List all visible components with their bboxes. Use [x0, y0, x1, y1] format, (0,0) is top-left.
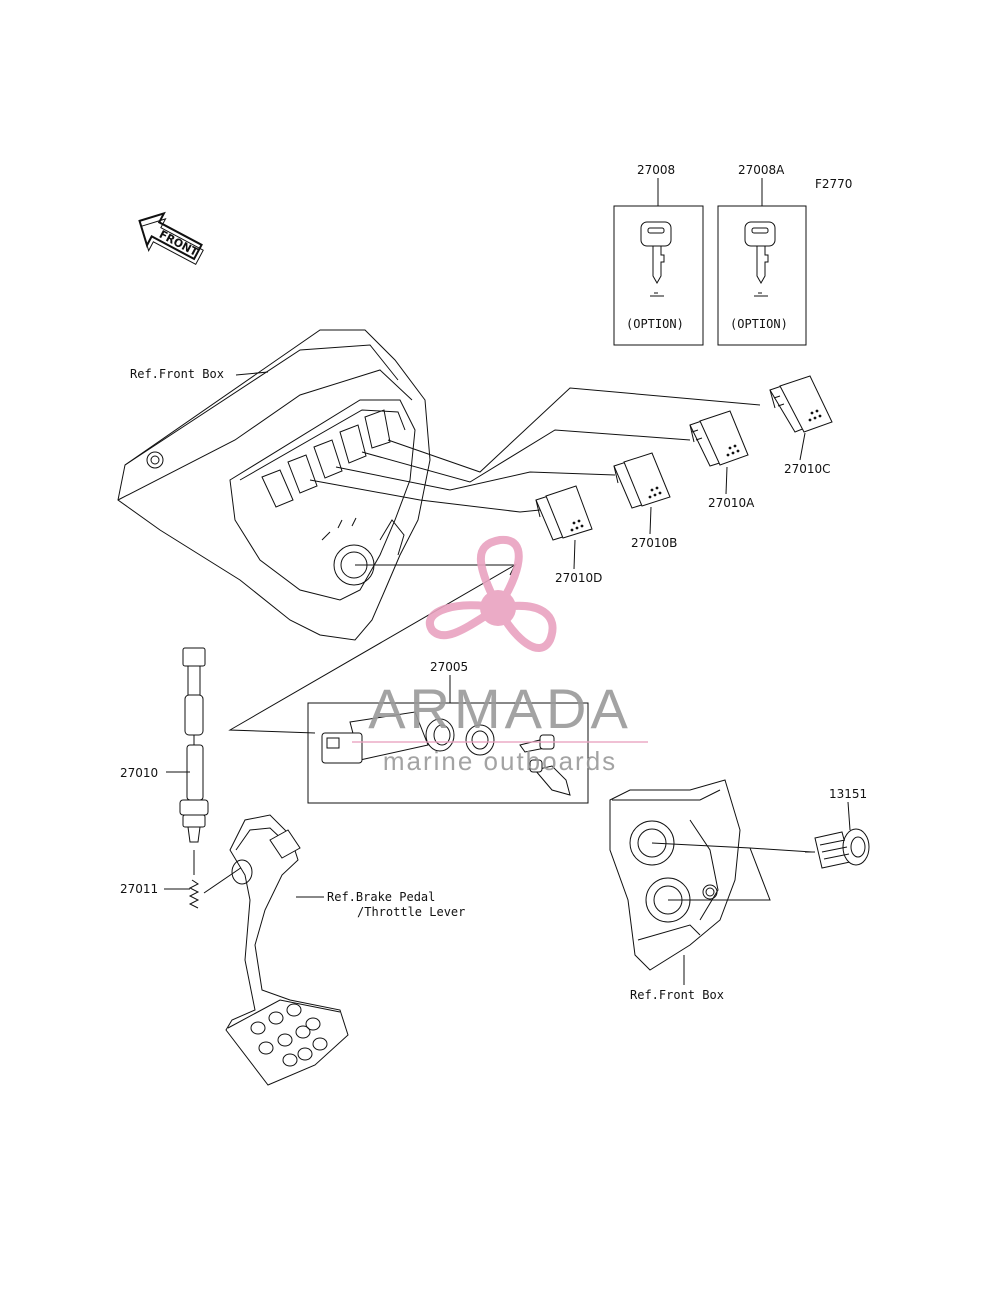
key-27008: 27008 (OPTION)	[613, 163, 704, 346]
part-label-27010D: 27010D	[555, 571, 602, 585]
part-label-27010A: 27010A	[708, 496, 755, 510]
front-box-dashboard	[117, 329, 431, 641]
ref-front-box-bottom: Ref.Front Box	[630, 988, 724, 1002]
part-label-27008: 27008	[637, 163, 675, 177]
watermark-brand: ARMADA	[368, 677, 632, 740]
brake-switch-27010	[179, 647, 209, 843]
rocker-switch-27010C	[769, 375, 833, 433]
part-label-27010B: 27010B	[631, 536, 677, 550]
ignition-switch	[321, 711, 455, 764]
spring-27011	[188, 879, 200, 909]
key-icon	[640, 221, 672, 297]
part-label-13151: 13151	[829, 787, 867, 801]
propeller-logo-icon	[425, 535, 557, 652]
key-icon	[744, 221, 776, 297]
rocker-switch-27010B	[613, 452, 671, 509]
watermark-tagline: marine outboards	[383, 746, 617, 776]
ignition-nut	[465, 724, 495, 756]
option-label: (OPTION)	[626, 317, 684, 331]
ignition-group-box	[307, 702, 589, 804]
watermark: ARMADA marine outboards	[352, 535, 648, 776]
ignition-keys-icon	[519, 734, 571, 796]
front-arrow-icon: FRONT	[138, 211, 204, 266]
part-label-27010C: 27010C	[784, 462, 831, 476]
pedal-holes	[250, 1003, 328, 1067]
part-label-27010: 27010	[120, 766, 158, 780]
ref-throttle-lever: /Throttle Lever	[357, 905, 465, 919]
leader-lines	[228, 387, 761, 734]
socket-13151	[805, 828, 870, 869]
key-27008A: 27008A (OPTION)	[717, 163, 807, 346]
part-label-27005: 27005	[430, 660, 468, 674]
front-box-lower	[609, 779, 741, 971]
switch-slots	[261, 409, 391, 508]
part-label-27008A: 27008A	[738, 163, 785, 177]
brake-pedal	[225, 814, 349, 1086]
figure-code: F2770	[815, 177, 852, 191]
option-label: (OPTION)	[730, 317, 788, 331]
rocker-switch-27010A	[689, 410, 749, 467]
ref-brake-pedal: Ref.Brake Pedal	[327, 890, 435, 904]
rocker-switch-27010D	[535, 485, 593, 541]
ref-front-box-top: Ref.Front Box	[130, 367, 224, 381]
part-label-27011: 27011	[120, 882, 158, 896]
